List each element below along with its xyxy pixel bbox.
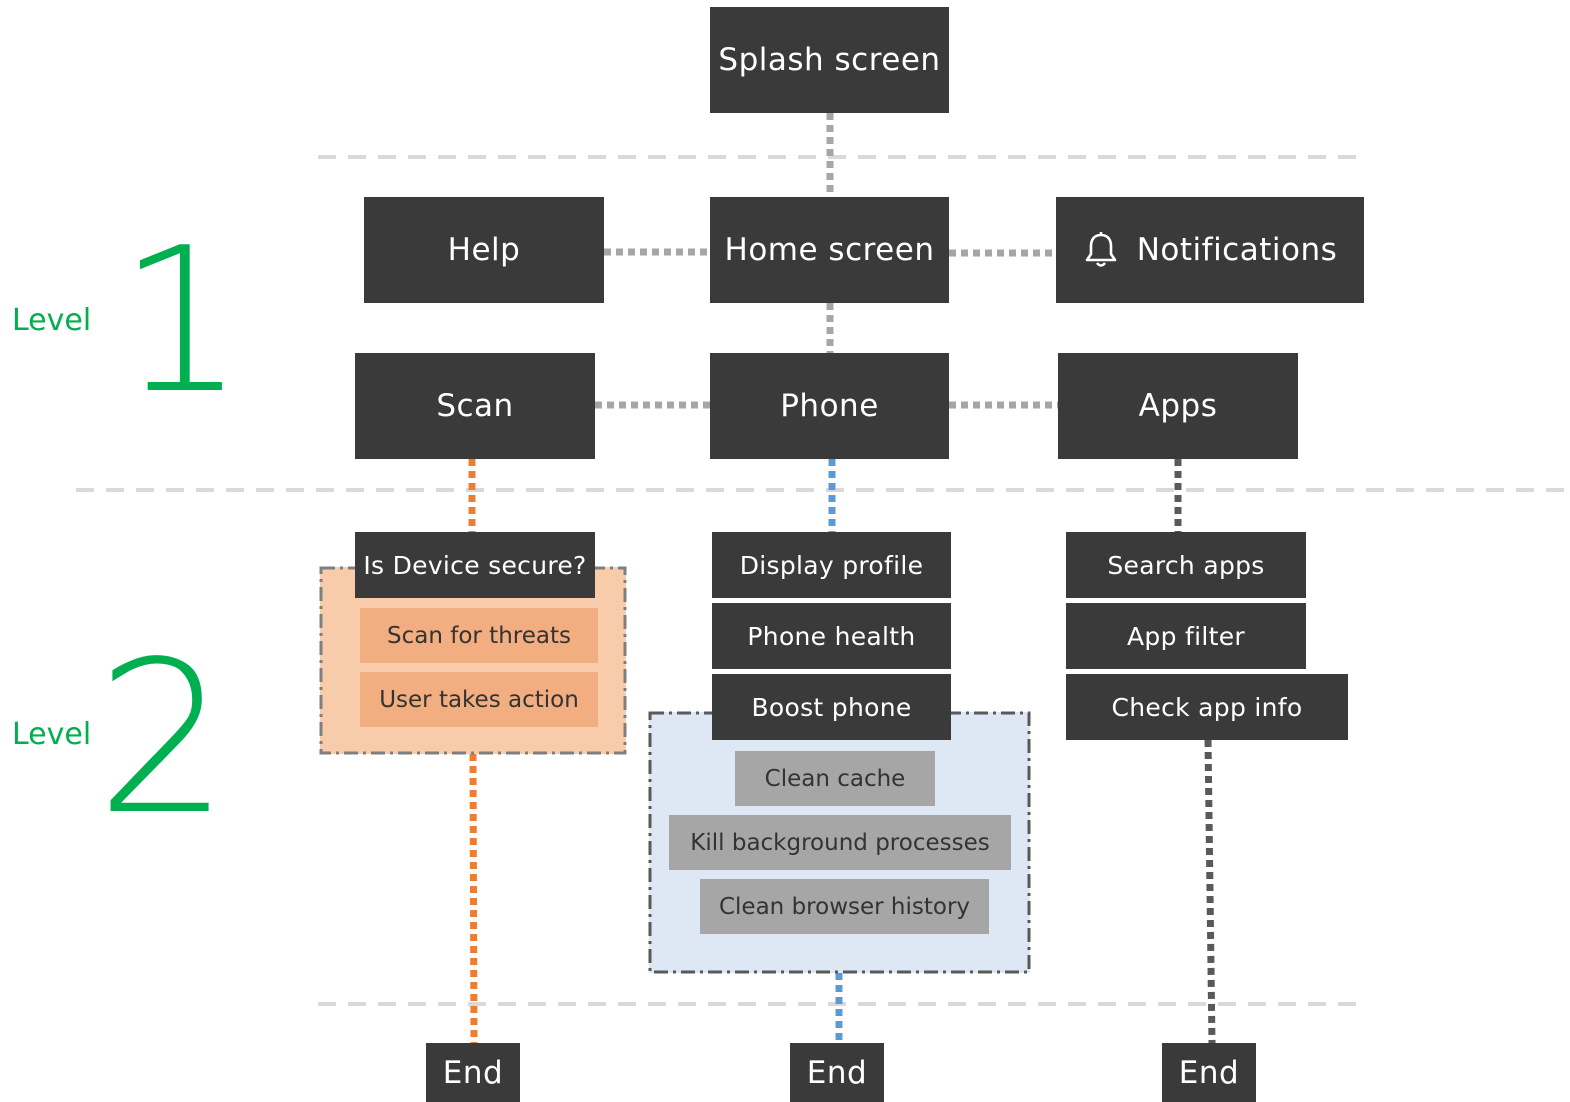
apps-end-node[interactable]: End <box>1162 1043 1256 1102</box>
notifications-label: Notifications <box>1136 232 1338 268</box>
level-2-number: 2 <box>96 616 230 861</box>
home-screen-node[interactable]: Home screen <box>710 197 949 303</box>
scan-end-node[interactable]: End <box>426 1043 520 1102</box>
scan-node[interactable]: Scan <box>355 353 595 459</box>
phone-node[interactable]: Phone <box>710 353 949 459</box>
search-apps-node[interactable]: Search apps <box>1066 532 1306 598</box>
bell-icon <box>1085 232 1117 267</box>
app-filter-node[interactable]: App filter <box>1066 603 1306 669</box>
clean-cache-step[interactable]: Clean cache <box>735 751 935 806</box>
splash-screen-node[interactable]: Splash screen <box>710 7 949 113</box>
phone-health-node[interactable]: Phone health <box>712 603 951 669</box>
apps-node[interactable]: Apps <box>1058 353 1298 459</box>
connector-apps-end <box>1204 739 1216 1044</box>
display-profile-node[interactable]: Display profile <box>712 532 951 598</box>
kill-background-processes-step[interactable]: Kill background processes <box>669 815 1011 870</box>
scan-for-threats-step[interactable]: Scan for threats <box>360 608 598 663</box>
level-2-label: Level <box>12 717 92 752</box>
help-node[interactable]: Help <box>364 197 604 303</box>
clean-browser-history-step[interactable]: Clean browser history <box>700 879 989 934</box>
level-1-number: 1 <box>118 205 246 438</box>
notifications-node[interactable]: Notifications <box>1056 197 1364 303</box>
level-1-label: Level <box>12 303 92 338</box>
phone-end-node[interactable]: End <box>790 1043 884 1102</box>
user-takes-action-step[interactable]: User takes action <box>360 672 598 727</box>
is-device-secure-node[interactable]: Is Device secure? <box>355 532 595 598</box>
boost-phone-node[interactable]: Boost phone <box>712 674 951 740</box>
check-app-info-node[interactable]: Check app info <box>1066 674 1348 740</box>
connector-scan-end <box>469 753 478 1044</box>
